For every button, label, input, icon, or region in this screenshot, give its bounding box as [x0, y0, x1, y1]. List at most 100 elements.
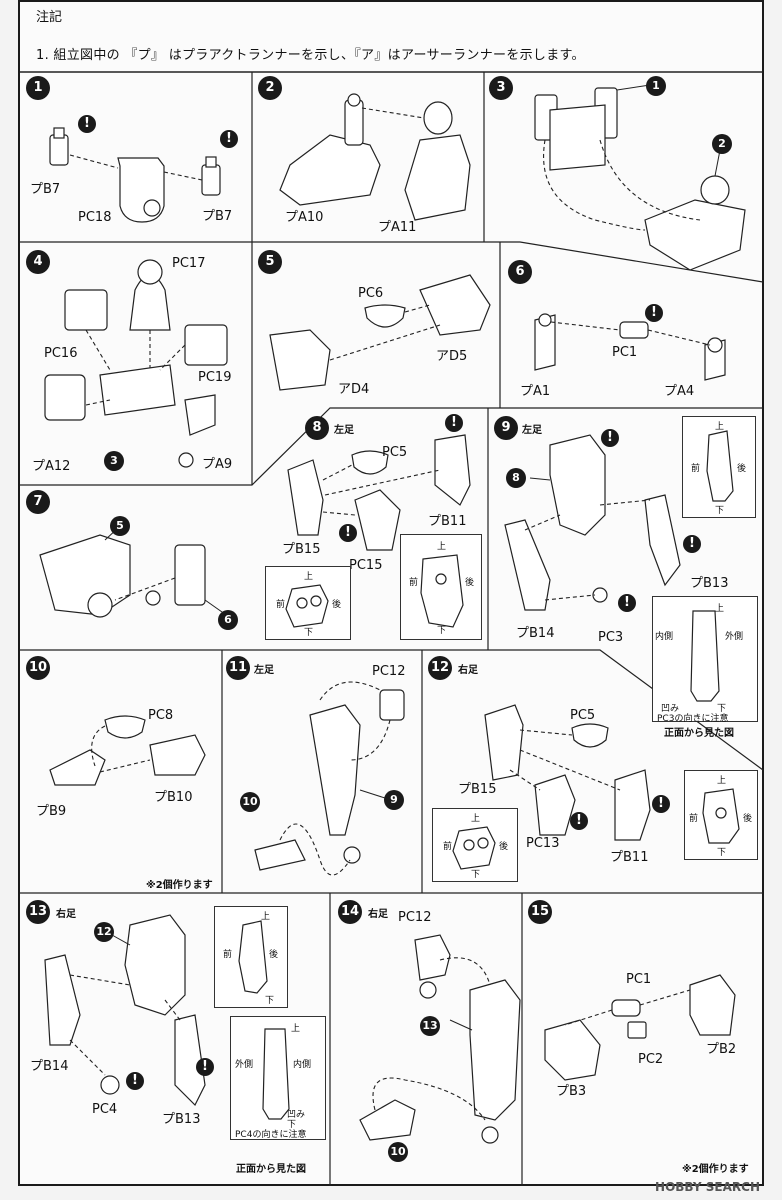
warning-icon: !	[339, 524, 357, 542]
inset-label: 上	[715, 604, 725, 614]
part-label: プA12	[32, 459, 71, 474]
ref-badge: 6	[218, 610, 238, 630]
step-1-badge: 1	[26, 76, 50, 100]
inset-art	[706, 430, 734, 502]
part-label: プA1	[520, 384, 551, 399]
warning-icon: !	[601, 429, 619, 447]
inset-label: 前	[691, 464, 701, 474]
inset-art	[452, 826, 496, 870]
step-14-badge: 14	[338, 900, 362, 924]
inset-label: 前	[443, 842, 453, 852]
inset-label: 上	[715, 422, 725, 432]
inset-label: 外側	[725, 632, 744, 642]
notes-title: 注記	[36, 10, 63, 25]
orientation-inset: 上 内側 外側 凹み 下 PC3の向きに注意	[652, 596, 758, 724]
inset-label: 後	[737, 464, 747, 474]
inset-label: 前	[409, 578, 419, 588]
inset-art	[238, 920, 268, 994]
inset-art	[690, 610, 720, 702]
part-label: PC12	[398, 910, 432, 925]
inset-label: 内側	[293, 1060, 312, 1070]
side-label: 右足	[368, 909, 388, 920]
part-label: PC5	[382, 445, 408, 460]
warning-icon: !	[445, 414, 463, 432]
inset-label: 下	[287, 1120, 297, 1130]
inset-label: 後	[499, 842, 509, 852]
part-label: プB7	[202, 209, 233, 224]
part-label: PC13	[526, 836, 560, 851]
part-label: プB10	[154, 790, 193, 805]
step-15-badge: 15	[528, 900, 552, 924]
part-label: プB11	[428, 514, 467, 529]
part-label: プB9	[36, 804, 67, 819]
inset-label: 上	[471, 814, 481, 824]
step-12-badge: 12	[428, 656, 452, 680]
part-label: プA4	[664, 384, 695, 399]
inset-art	[702, 788, 740, 844]
inset-label: 凹み	[661, 704, 680, 714]
inset-label: 後	[269, 950, 279, 960]
ref-badge: 9	[384, 790, 404, 810]
inset-label: 前	[276, 600, 286, 610]
step-11-badge: 11	[226, 656, 250, 680]
inset-label: 後	[465, 578, 475, 588]
side-label: 右足	[458, 665, 478, 676]
ref-badge: 13	[420, 1016, 440, 1036]
orientation-inset: 上 前 後 下	[400, 534, 482, 640]
inset-label: 後	[743, 814, 753, 824]
part-label: PC6	[358, 286, 384, 301]
part-label: PC15	[349, 558, 383, 573]
step-6-badge: 6	[508, 260, 532, 284]
inset-label: 下	[265, 996, 275, 1006]
part-label: PC5	[570, 708, 596, 723]
watermark: HOBBY SEARCH	[655, 1180, 760, 1194]
ref-badge: 5	[110, 516, 130, 536]
side-label: 右足	[56, 909, 76, 920]
step-10-badge: 10	[26, 656, 50, 680]
inset-note: PC3の向きに注意	[657, 714, 729, 724]
part-label: PC8	[148, 708, 174, 723]
step-4-badge: 4	[26, 250, 50, 274]
part-label: PC3	[598, 630, 624, 645]
part-label: PC4	[92, 1102, 118, 1117]
inset-caption: 正面から見た図	[664, 728, 734, 739]
part-label: プA9	[202, 457, 233, 472]
part-label: プB3	[556, 1084, 587, 1099]
footnote: ※2個作ります	[682, 1164, 749, 1175]
warning-icon: !	[645, 304, 663, 322]
step-7-badge: 7	[26, 490, 50, 514]
warning-icon: !	[570, 812, 588, 830]
part-label: PC1	[612, 345, 638, 360]
ref-badge: 8	[506, 468, 526, 488]
part-label: アD4	[338, 382, 370, 397]
part-label: PC16	[44, 346, 78, 361]
part-label: プB7	[30, 182, 61, 197]
orientation-inset: 上 前 後 下	[682, 416, 756, 518]
step-3-badge: 3	[489, 76, 513, 100]
inset-label: 後	[332, 600, 342, 610]
part-label: PC1	[626, 972, 652, 987]
ref-badge: 2	[712, 134, 732, 154]
step-13-badge: 13	[26, 900, 50, 924]
part-label: PC19	[198, 370, 232, 385]
part-label: プA10	[285, 210, 324, 225]
inset-label: 上	[717, 776, 727, 786]
part-label: プB2	[706, 1042, 737, 1057]
step-9-badge: 9	[494, 416, 518, 440]
step-5-badge: 5	[258, 250, 282, 274]
